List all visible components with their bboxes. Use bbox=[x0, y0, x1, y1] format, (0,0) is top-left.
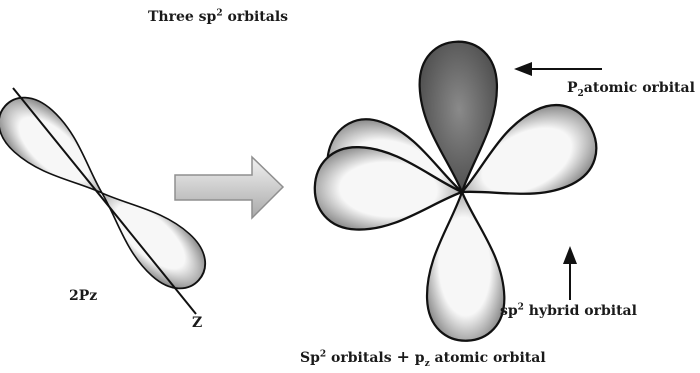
title-label: Three sp2 orbitals bbox=[148, 10, 288, 24]
sp2-lobe-left bbox=[313, 146, 463, 233]
sp2-pointer-arrow bbox=[563, 246, 577, 300]
2pz-label: 2Pz bbox=[69, 289, 97, 303]
sp2-hybrid-label: sp2 hybrid orbital bbox=[500, 304, 637, 318]
sp2-lobe-bottom bbox=[423, 191, 505, 342]
caption-label: Sp2 orbitals + pz atomic orbital bbox=[300, 349, 546, 365]
pz-pointer-arrow bbox=[514, 62, 602, 76]
sp2-pz-orbital-set bbox=[313, 40, 609, 342]
z-axis-line bbox=[13, 88, 196, 314]
transition-arrow bbox=[175, 157, 283, 218]
pz-orbital-label: P2atomic orbital bbox=[567, 81, 695, 95]
z-axis-label: Z bbox=[192, 316, 202, 330]
